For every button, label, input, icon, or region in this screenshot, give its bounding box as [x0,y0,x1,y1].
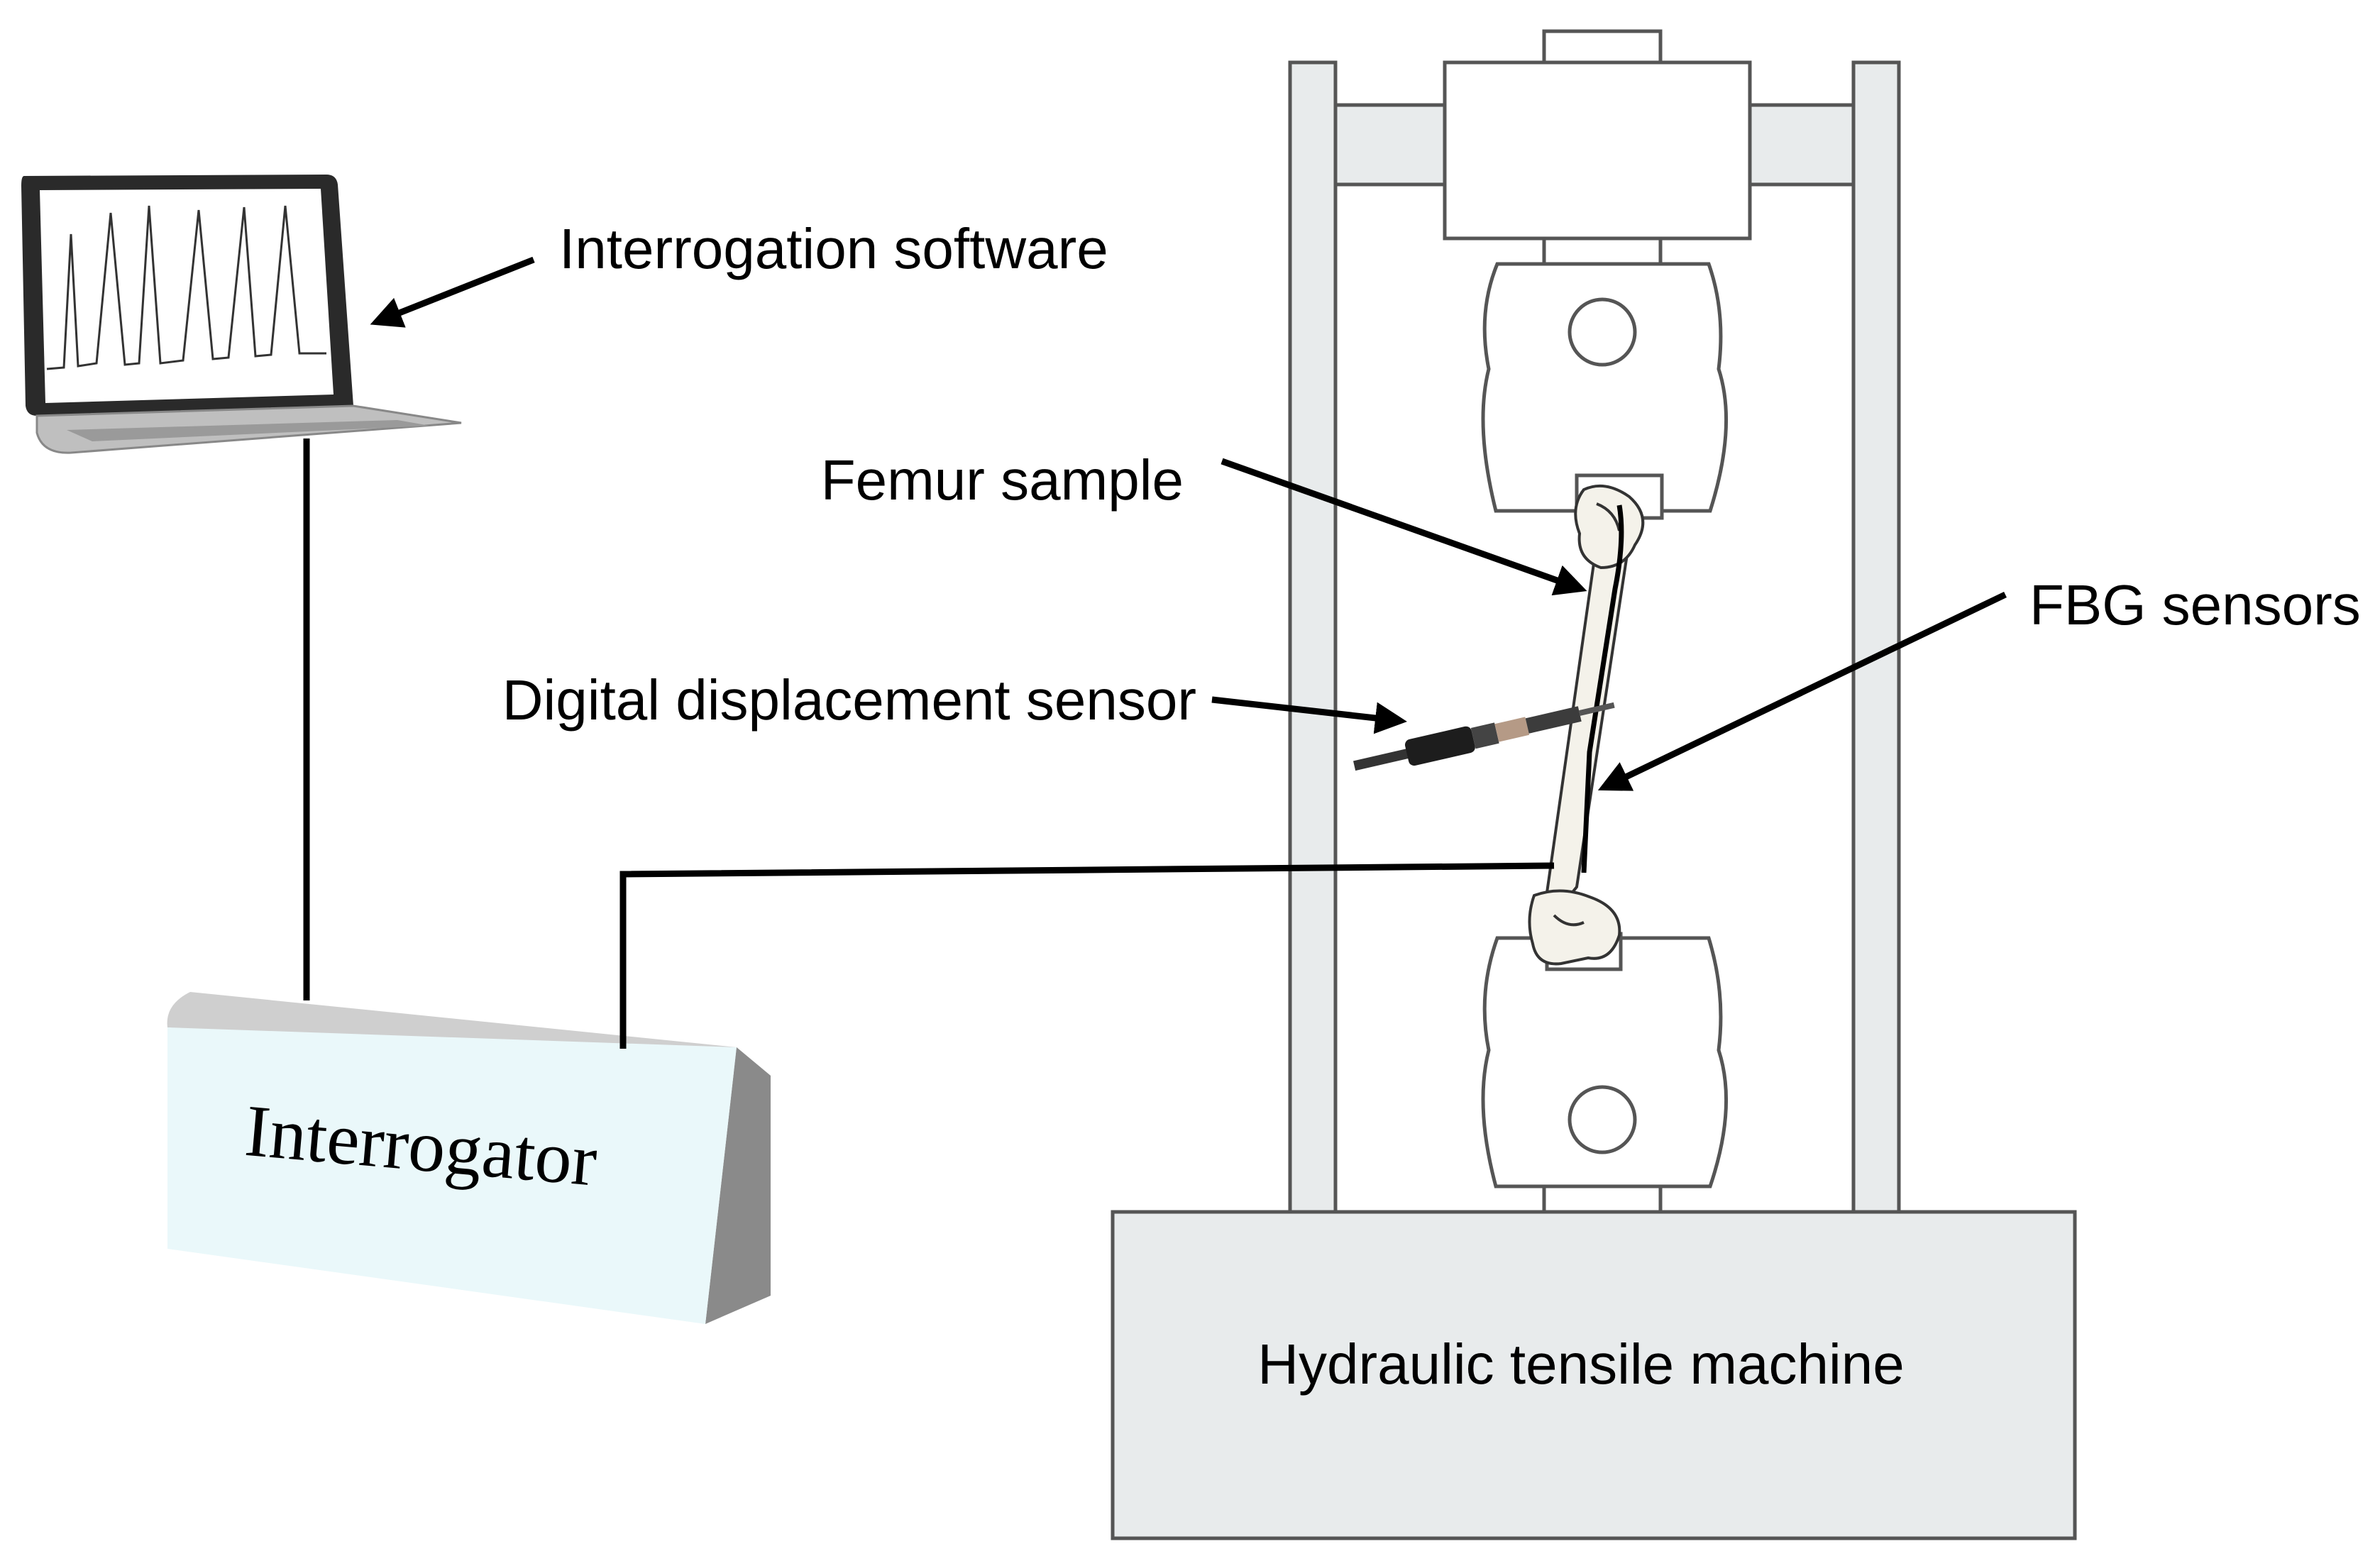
upper-grip [1481,262,1729,513]
lower-grip-hole [1568,1085,1637,1154]
lower-grip [1481,936,1729,1188]
interrogation-software-label: Interrogation software [559,217,1108,280]
spectrum-plot [46,205,326,370]
crosshead-block [1443,60,1752,241]
machine-base [1111,1210,2077,1540]
interrogation-software-arrow [370,256,535,328]
displacement-sensor-arrow [1211,696,1407,734]
upper-grip-hole [1568,297,1637,367]
femur-sample-label: Femur sample [821,448,1184,512]
fbg-fiber [1581,504,1624,873]
right-column [1851,60,1901,1215]
femur-condyles [1528,889,1621,966]
lower-rod [1542,1184,1663,1217]
laptop-icon [21,175,462,454]
fbg-sensors-label: FBG sensors [2029,573,2361,636]
fbg-sensors-arrow [1597,591,2007,791]
interrogator-box [167,992,771,1324]
fbg-cable [619,862,1555,1049]
interrogator-side [705,1047,771,1324]
displacement-sensor-icon [1353,702,1615,771]
digital-displacement-sensor-label: Digital displacement sensor [502,668,1196,732]
interrogator-front [167,1027,737,1324]
femur-sample-arrow [1221,458,1587,596]
tensile-machine-frame [1111,29,2077,1540]
left-column [1288,60,1338,1215]
hydraulic-tensile-machine-label: Hydraulic tensile machine [1257,1333,1905,1396]
femur-head [1574,484,1645,570]
